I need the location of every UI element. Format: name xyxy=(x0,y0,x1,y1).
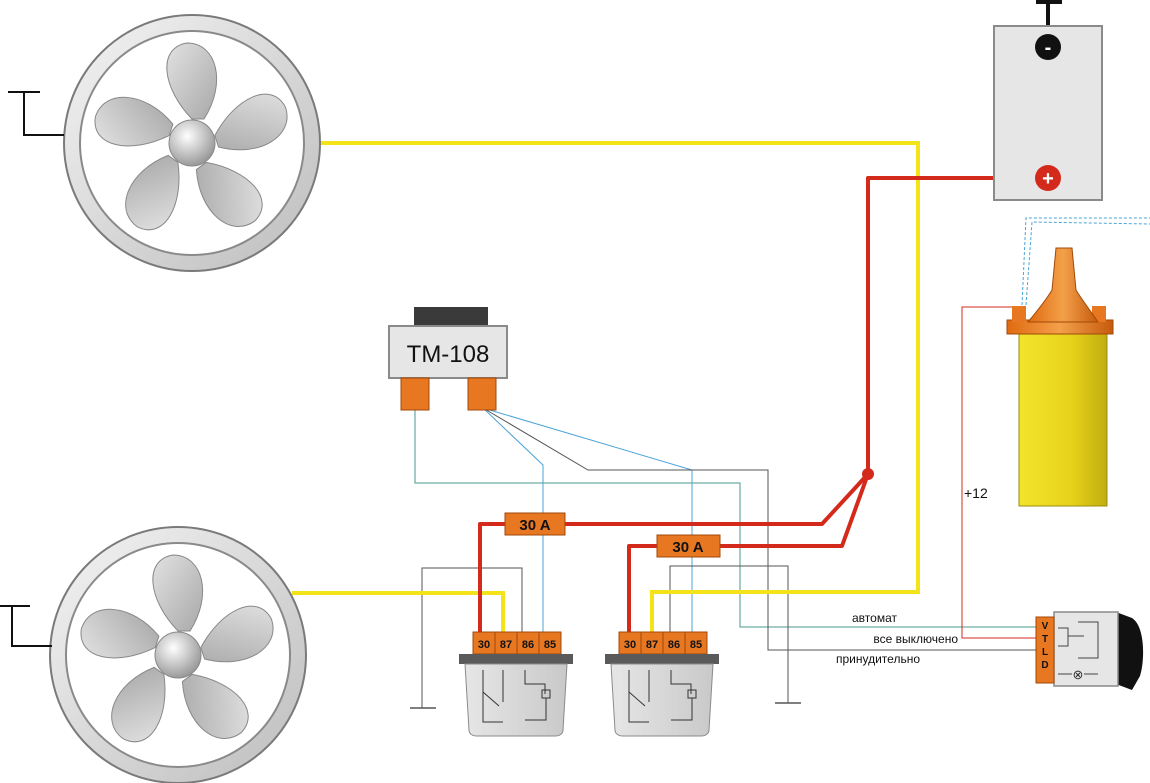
power-junction xyxy=(862,468,874,480)
wire-forced xyxy=(482,407,1038,651)
switch-icon: ⊗ V T L D xyxy=(1035,611,1144,690)
wire-relay1-86 xyxy=(421,567,523,708)
relay-pin-30: 30 xyxy=(478,639,490,651)
relay-pin-87: 87 xyxy=(646,639,658,651)
controller-connector-right xyxy=(467,377,497,411)
fan-wires xyxy=(292,141,920,632)
relay-icon: 30 87 86 85 xyxy=(459,631,573,737)
switch-pin-v: V xyxy=(1042,621,1049,632)
hv-leads xyxy=(1021,217,1150,306)
wire-relay1-85 xyxy=(482,407,544,632)
lamp-icon: ⊗ xyxy=(1073,667,1084,682)
relay-pin-87: 87 xyxy=(500,639,512,651)
label-plus12: +12 xyxy=(964,485,988,501)
ground-symbol-icon xyxy=(8,91,64,136)
relay-pin-85: 85 xyxy=(690,639,702,651)
relay-pin-85: 85 xyxy=(544,639,556,651)
fuse-label: 30 A xyxy=(672,539,703,556)
controller-tm108: TM-108 xyxy=(388,307,508,411)
battery-plus-symbol: + xyxy=(1042,168,1054,190)
relay-icon: 30 87 86 85 xyxy=(605,631,719,737)
switch-pin-l: L xyxy=(1042,647,1048,658)
switch-pin-d: D xyxy=(1041,660,1048,671)
battery-plus-terminal xyxy=(1035,165,1061,191)
fan-icon xyxy=(63,14,321,272)
label-forced: принудительно xyxy=(836,652,920,666)
wire-relay2-86 xyxy=(669,565,789,703)
ignition-coil-icon xyxy=(1006,247,1114,507)
ground-symbol-icon xyxy=(0,605,52,647)
wire-plus12 xyxy=(961,306,1038,639)
power-wires xyxy=(478,176,1035,632)
fuse: 30 A xyxy=(656,534,721,558)
fan-icon xyxy=(49,526,307,783)
fuse: 30 A xyxy=(504,512,566,536)
controller-connector-left xyxy=(400,377,430,411)
battery-minus-symbol: - xyxy=(1045,37,1052,59)
relay-pin-86: 86 xyxy=(668,639,680,651)
label-automat: автомат xyxy=(852,611,897,625)
signal-wires xyxy=(410,306,1038,709)
fuse-label: 30 A xyxy=(519,517,550,534)
controller-label: TM-108 xyxy=(407,341,490,368)
wire-automat xyxy=(414,405,1038,628)
switch-pin-t: T xyxy=(1042,634,1048,645)
label-all-off: все выключено xyxy=(873,632,958,646)
relay-pin-30: 30 xyxy=(624,639,636,651)
battery-minus-terminal xyxy=(1035,34,1061,60)
relay-pin-86: 86 xyxy=(522,639,534,651)
battery-icon: - + xyxy=(993,0,1103,201)
switch-contacts xyxy=(1058,621,1099,675)
